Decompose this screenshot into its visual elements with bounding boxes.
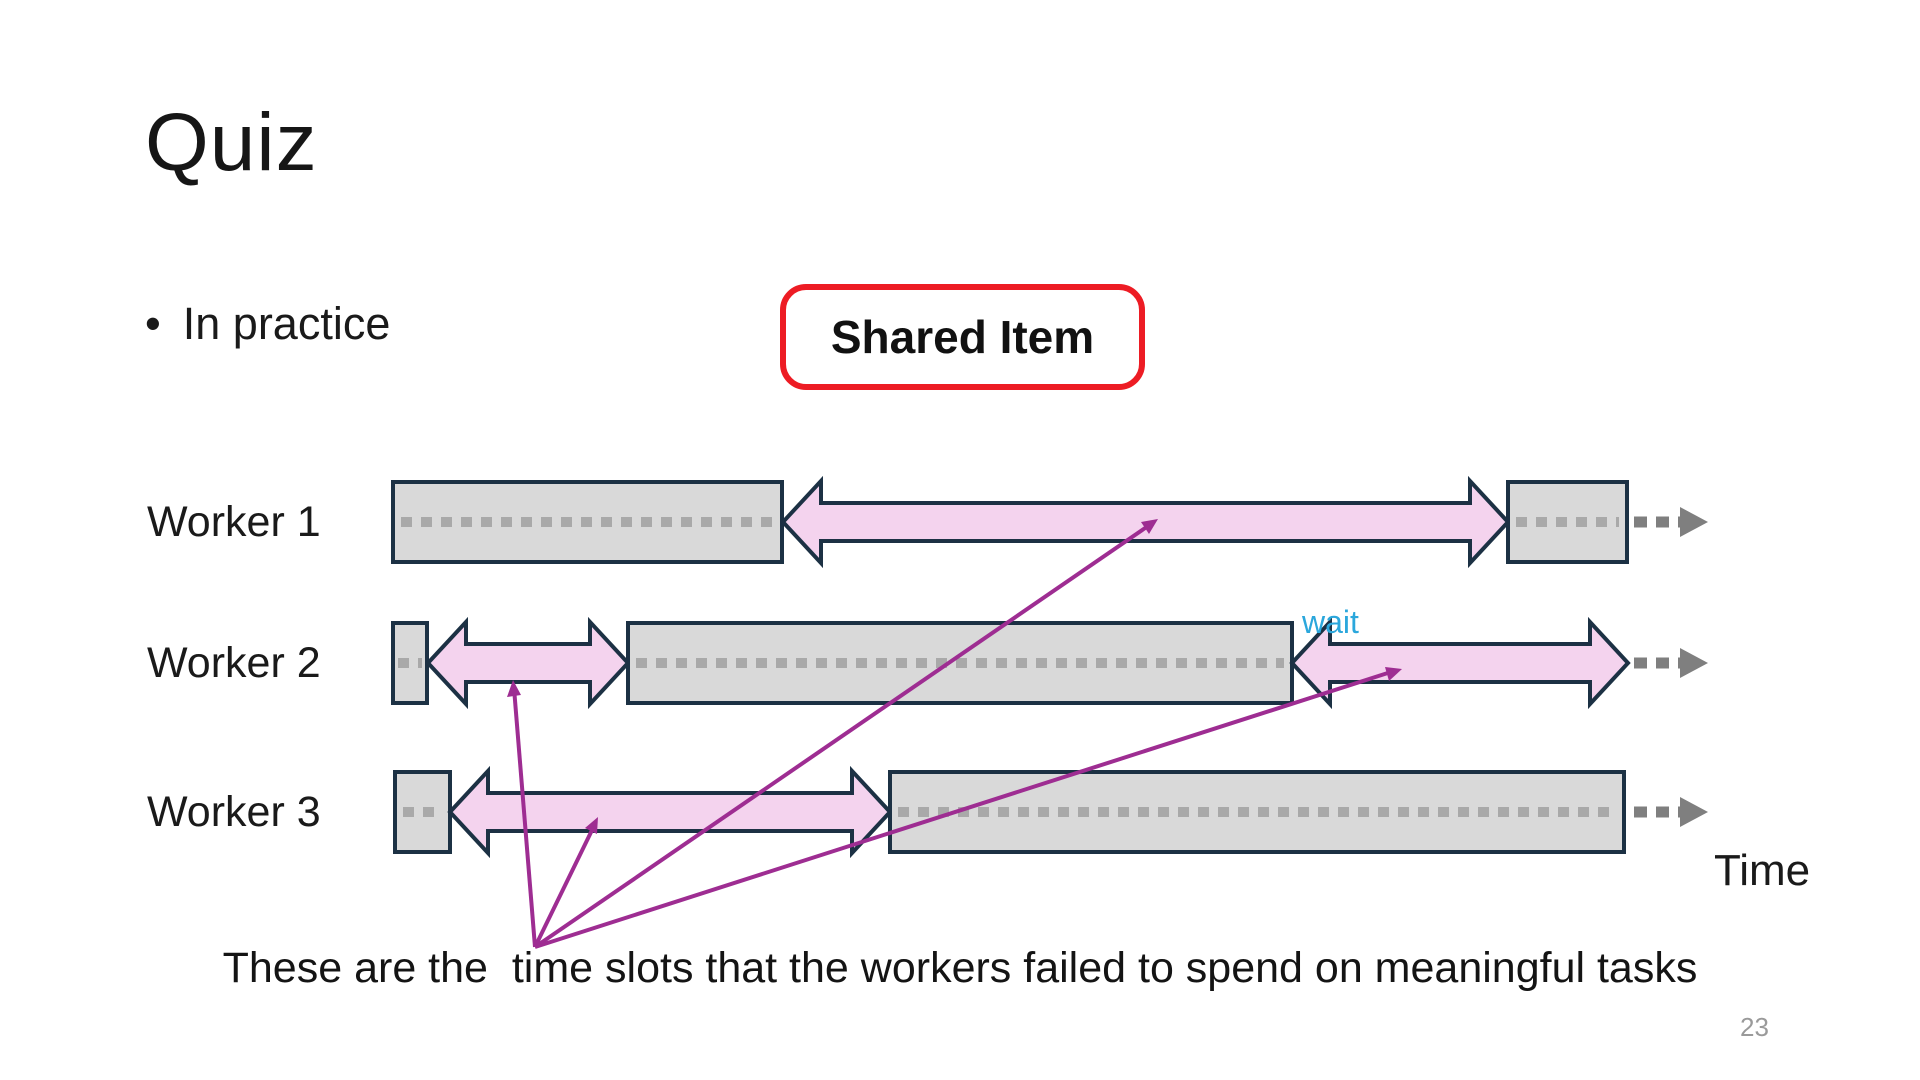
worker3-timeline-arrowhead [1680, 797, 1708, 827]
annotation-arrow-to-worker2-wait1 [512, 687, 537, 948]
annotation-arrow-to-worker2-wait2 [534, 669, 1395, 949]
worker3-label: Worker 3 [147, 788, 321, 836]
page-number: 23 [1740, 1012, 1769, 1042]
worker2-wait-arrow-1 [425, 616, 631, 710]
annotation-arrows [507, 519, 1402, 949]
worker2-wait-arrow-2 [1289, 616, 1631, 710]
worker2-row [391, 616, 1708, 710]
time-axis-label: Time [1714, 846, 1811, 895]
worker1-label: Worker 1 [147, 498, 321, 546]
worker1-row [391, 475, 1708, 569]
worker3-wait-arrow [447, 765, 893, 859]
bullet-item: • In practice [145, 298, 390, 350]
worker3-row [393, 765, 1708, 859]
annotation-arrowhead-worker1-wait [1141, 519, 1158, 534]
annotation-arrow-to-worker1-wait [533, 522, 1153, 949]
annotation-arrow-to-worker3-wait [533, 823, 597, 948]
worker2-timeline-arrowhead [1680, 648, 1708, 678]
bullet-glyph: • [145, 298, 161, 349]
shared-item-box: Shared Item [780, 284, 1145, 390]
annotation-arrowhead-worker3-wait [585, 817, 598, 834]
annotation-arrowhead-worker2-wait2 [1385, 667, 1402, 681]
worker2-label: Worker 2 [147, 639, 321, 687]
worker1-timeline-arrowhead [1680, 507, 1708, 537]
slide-title: Quiz [145, 97, 318, 188]
worker1-work-bar-2 [1506, 480, 1629, 564]
shared-item-label: Shared Item [830, 311, 1095, 363]
annotation-arrowhead-worker2-wait1 [507, 680, 521, 697]
bullet-text: In practice [182, 298, 391, 349]
wait-label: wait [1302, 604, 1359, 640]
caption-text: These are the time slots that the worker… [222, 944, 1698, 992]
